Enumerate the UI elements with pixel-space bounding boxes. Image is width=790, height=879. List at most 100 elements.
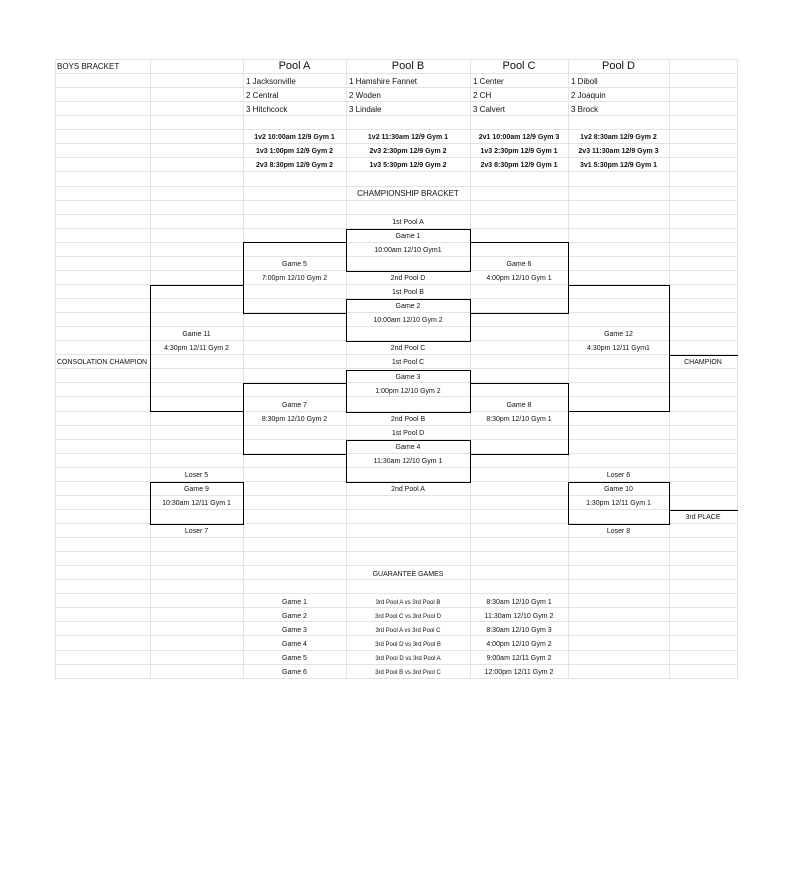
- game3-bottom-seed: 2nd Pool B: [390, 416, 426, 423]
- guarantee-matchup-1: 3rd Pool A vs 3rd Pool B: [375, 600, 441, 606]
- guarantee-game-5: Game 5: [282, 655, 307, 662]
- champion-label: CHAMPION: [684, 359, 722, 366]
- grid-row-line: [55, 481, 738, 482]
- grid-row-line: [55, 157, 738, 158]
- guarantee-game-3: Game 3: [282, 627, 307, 634]
- grid-row-line: [55, 200, 738, 201]
- game2-name: Game 2: [395, 303, 421, 310]
- grid-row-line: [55, 115, 738, 116]
- grid-row-line: [55, 453, 738, 454]
- grid-row-line: [55, 664, 738, 665]
- grid-row-line: [55, 186, 738, 187]
- grid-row-line: [55, 593, 738, 594]
- grid-row-line: [55, 509, 738, 510]
- game2-top-seed: 1st Pool B: [392, 289, 424, 296]
- guarantee-matchup-4: 3rd Pool D vs 3rd Pool B: [375, 642, 441, 648]
- grid-column-line: [737, 59, 738, 679]
- guarantee-matchup-5: 3rd Pool D vs 3rd Pool A: [375, 656, 441, 662]
- pool-d-game-2: 2v3 11:30am 12/9 Gym 3: [578, 148, 659, 155]
- grid-row-line: [55, 284, 738, 285]
- bracket-connector: [346, 482, 471, 483]
- bracket-connector: [346, 440, 471, 441]
- bracket-connector: [346, 229, 347, 272]
- game4-name: Game 4: [395, 444, 421, 451]
- pool-d-header: Pool D: [601, 60, 636, 72]
- grid-row-line: [55, 425, 738, 426]
- game4-bottom-seed: 2nd Pool A: [391, 486, 425, 493]
- grid-row-line: [55, 467, 738, 468]
- bracket-connector: [150, 482, 244, 483]
- bracket-connector: [669, 355, 738, 356]
- guarantee-time-3: 8:30am 12/10 Gym 3: [486, 627, 552, 634]
- third-place-label: 3rd PLACE: [685, 514, 721, 521]
- grid-row-line: [55, 270, 738, 271]
- consolation-champion-label: CONSOLATION CHAMPION: [57, 359, 148, 366]
- bracket-connector: [150, 285, 244, 286]
- grid-row-line: [55, 565, 738, 566]
- guarantee-matchup-6: 3rd Pool B vs 3rd Pool C: [375, 670, 441, 676]
- grid-row-line: [55, 551, 738, 552]
- game7-name: Game 7: [282, 402, 307, 409]
- guarantee-matchup-2: 3rd Pool C vs 3rd Pool D: [374, 614, 442, 620]
- guarantee-time-5: 9:00am 12/11 Gym 2: [486, 655, 552, 662]
- pool-c-header: Pool C: [502, 60, 536, 72]
- game9-time: 10:30am 12/11 Gym 1: [162, 500, 231, 507]
- bracket-connector: [243, 454, 347, 455]
- bracket-connector: [568, 242, 569, 314]
- pool-d-game-3: 3v1 5:30pm 12/9 Gym 1: [579, 162, 658, 169]
- pool-b-game-1: 1v2 11:30am 12/9 Gym 1: [367, 134, 449, 141]
- guarantee-game-2: Game 2: [282, 613, 307, 620]
- bracket-connector: [346, 412, 471, 413]
- pool-c-game-3: 2v3 8:30pm 12/9 Gym 1: [480, 162, 558, 169]
- pool-d-team-1: 1 Diboll: [571, 77, 598, 86]
- grid-row-line: [55, 650, 738, 651]
- game6-name: Game 6: [506, 261, 532, 268]
- bracket-connector: [346, 370, 347, 413]
- grid-row-line: [55, 129, 738, 130]
- game4-time: 11:30am 12/10 Gym 1: [373, 458, 443, 465]
- game10-time: 1:30pm 12/11 Gym 1: [586, 500, 651, 507]
- grid-row-line: [55, 579, 738, 580]
- game1-time: 10:00am 12/10 Gym1: [374, 247, 442, 254]
- grid-row-line: [55, 523, 738, 524]
- grid-row-line: [55, 439, 738, 440]
- grid-row-line: [55, 298, 738, 299]
- grid-row-line: [55, 242, 738, 243]
- pool-b-team-2: 2 Woden: [349, 91, 381, 100]
- bracket-connector: [346, 440, 347, 483]
- grid-row-line: [55, 621, 738, 622]
- grid-column-line: [243, 59, 244, 679]
- bracket-connector: [243, 482, 244, 525]
- game5-time: 7:00pm 12/10 Gym 2: [261, 275, 328, 282]
- pool-a-team-2: 2 Central: [246, 91, 279, 100]
- bracket-connector: [150, 411, 244, 412]
- pool-a-game-1: 1v2 10:00am 12/9 Gym 1: [254, 134, 335, 141]
- bracket-connector: [470, 440, 471, 483]
- bracket-connector: [346, 299, 347, 342]
- bracket-title: BOYS BRACKET: [57, 62, 120, 71]
- grid-row-line: [55, 607, 738, 608]
- grid-row-line: [55, 411, 738, 412]
- pool-a-game-3: 2v3 8:30pm 12/9 Gym 2: [255, 162, 334, 169]
- pool-d-game-1: 1v2 8:30am 12/9 Gym 2: [580, 134, 657, 141]
- grid-row-line: [55, 228, 738, 229]
- game10-name: Game 10: [604, 486, 633, 493]
- game1-top-seed: 1st Pool A: [392, 219, 424, 226]
- game12-name: Game 12: [604, 331, 633, 338]
- grid-row-line: [55, 214, 738, 215]
- grid-row-line: [55, 635, 738, 636]
- pool-c-team-1: 1 Center: [473, 77, 504, 86]
- bracket-connector: [346, 299, 471, 300]
- game3-top-seed: 1st Pool C: [391, 359, 425, 366]
- game7-time: 8:30pm 12/10 Gym 2: [261, 416, 328, 423]
- game11-time: 4:30pm 12/11 Gym 2: [164, 345, 229, 352]
- grid-row-line: [55, 171, 738, 172]
- bracket-connector: [150, 524, 244, 525]
- grid-row-line: [55, 256, 738, 257]
- bracket-connector: [243, 242, 244, 314]
- bracket-connector: [568, 482, 569, 525]
- bracket-connector: [243, 242, 347, 243]
- game8-name: Game 8: [506, 402, 532, 409]
- bracket-connector: [346, 341, 471, 342]
- guarantee-matchup-3: 3rd Pool A vs 3rd Pool C: [375, 628, 441, 634]
